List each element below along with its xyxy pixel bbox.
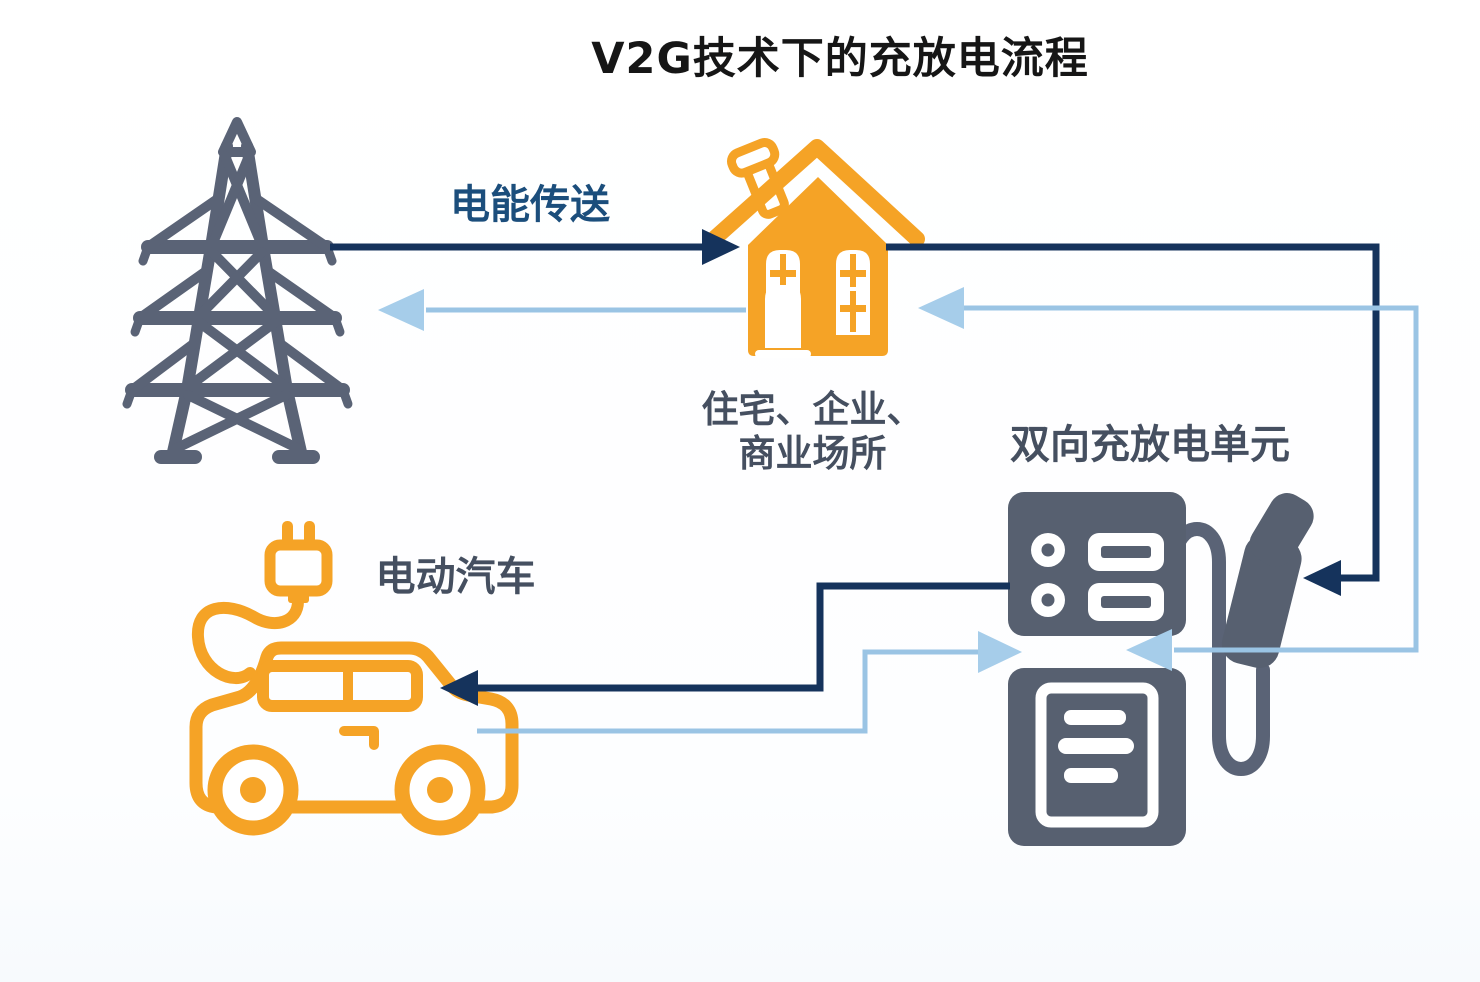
arrow-grid-to-building	[330, 229, 740, 265]
electric-car-icon	[189, 521, 519, 836]
charging-station-icon	[1008, 492, 1314, 846]
label-power-transfer: 电能传送	[450, 182, 610, 228]
window-icon	[836, 287, 870, 335]
station-screen	[1035, 682, 1159, 828]
transmission-tower-icon	[122, 117, 353, 464]
charging-plug-icon	[191, 521, 333, 684]
label-building-line2: 商业场所	[738, 431, 887, 475]
label-building: 住宅、企业、 商业场所	[660, 388, 965, 475]
page-title: V2G技术下的充放电流程	[591, 34, 1089, 84]
wheel-icon	[394, 744, 486, 836]
label-electric-vehicle: 电动汽车	[375, 554, 536, 600]
charging-gun-icon	[1221, 493, 1314, 669]
label-charger-unit: 双向充放电单元	[1010, 422, 1290, 468]
arrow-building-to-grid	[378, 289, 746, 331]
wheel-icon	[207, 744, 299, 836]
label-building-line1: 住宅、企业、	[701, 388, 924, 431]
door-icon	[755, 285, 811, 358]
house-icon	[707, 138, 925, 358]
door-handle-icon	[339, 726, 379, 750]
arrow-car-to-charger	[477, 631, 1022, 734]
